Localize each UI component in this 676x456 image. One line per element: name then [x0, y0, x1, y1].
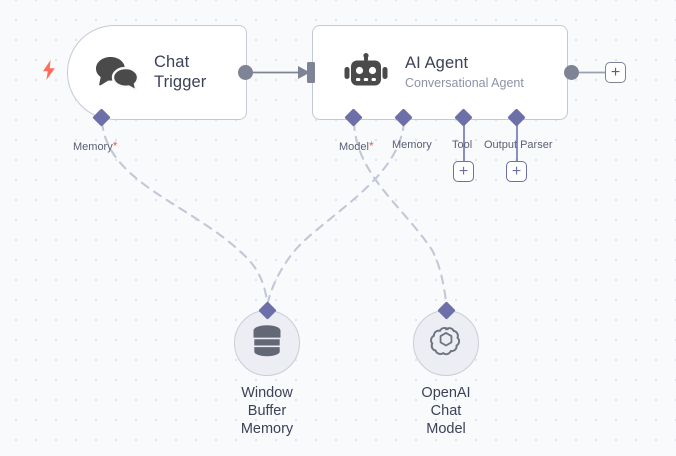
openai-chat-model-circle[interactable]: [413, 310, 479, 376]
lightning-bolt-icon: [42, 60, 56, 80]
openai-chat-model-label: OpenAI Chat Model: [421, 385, 471, 438]
ai-agent-input-port[interactable]: [307, 62, 315, 83]
ai-agent-subtitle: Conversational Agent: [405, 75, 524, 90]
port-label-text: Tool: [452, 139, 473, 151]
chat-trigger-memory-port-label: Memory*: [73, 139, 117, 153]
ai-agent-tool-stub: [463, 117, 465, 163]
robot-icon: [343, 52, 389, 94]
add-output-parser-button[interactable]: +: [506, 161, 527, 182]
ai-agent-title: AI Agent: [405, 54, 469, 73]
port-required-marker: *: [368, 139, 374, 153]
plus-icon: +: [511, 162, 522, 180]
port-label-text: Model: [339, 141, 369, 153]
database-icon: [251, 324, 283, 363]
ai-agent-outputparser-stub: [516, 117, 518, 163]
openai-logo-icon: [429, 324, 463, 363]
add-node-button[interactable]: +: [605, 62, 626, 83]
port-label-text: Output Parser: [484, 139, 553, 151]
ai-agent-output-port[interactable]: [564, 65, 579, 80]
ai-agent-model-port-label: Model*: [339, 139, 374, 153]
plus-icon: +: [458, 162, 469, 180]
node-chat-trigger[interactable]: Chat Trigger: [67, 25, 247, 120]
node-ai-agent[interactable]: AI Agent Conversational Agent: [312, 25, 568, 120]
port-label-text: Memory: [73, 141, 113, 153]
chat-trigger-title: Chat Trigger: [154, 53, 207, 91]
plus-icon: +: [610, 63, 621, 81]
ai-agent-text: AI Agent Conversational Agent: [405, 54, 524, 91]
node-window-buffer-memory[interactable]: Window Buffer Memory: [234, 300, 300, 437]
ai-agent-tool-port-label: Tool: [452, 139, 472, 151]
port-required-marker: *: [112, 139, 118, 153]
chat-trigger-text: Chat Trigger: [154, 53, 206, 92]
chat-bubbles-icon: [94, 53, 140, 93]
ai-agent-output-parser-port-label: Output Parser: [484, 139, 552, 151]
ai-agent-memory-port-label: Memory: [392, 139, 432, 151]
window-buffer-memory-circle[interactable]: [234, 310, 300, 376]
chat-trigger-output-port[interactable]: [238, 65, 253, 80]
port-label-text: Memory: [392, 139, 432, 151]
edge-chattrigger-memory-to-windowbuffer: [100, 120, 269, 304]
edge-aiagent-memory-to-windowbuffer: [266, 120, 406, 304]
window-buffer-memory-label: Window Buffer Memory: [240, 385, 294, 438]
add-tool-button[interactable]: +: [453, 161, 474, 182]
node-openai-chat-model[interactable]: OpenAI Chat Model: [413, 300, 479, 437]
